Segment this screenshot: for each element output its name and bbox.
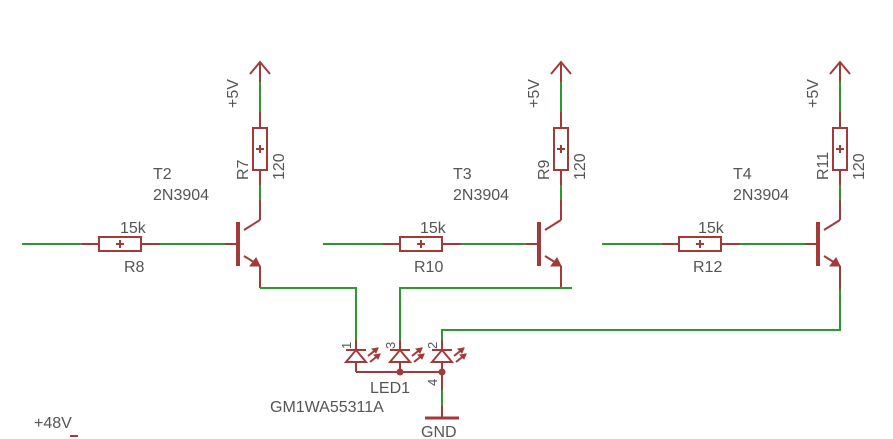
transistor-t3 — [526, 200, 562, 288]
resistor-name-r9: R9 — [536, 159, 553, 180]
transistor-t4 — [805, 200, 841, 290]
stage-t3: +5V R9 120 T3 2N3904 — [323, 60, 589, 288]
supply-label-48v: +48V — [34, 415, 72, 432]
wire-t3-led — [399, 287, 572, 340]
led-diode — [343, 340, 381, 372]
resistor-r10 — [383, 236, 461, 252]
supply-label-5v: +5V — [225, 79, 242, 108]
transistor-type-t4: 2N3904 — [733, 187, 789, 204]
transistor-name-t3: T3 — [453, 166, 472, 183]
resistor-name-r10: R10 — [414, 259, 443, 276]
resistor-name-r12: R12 — [693, 259, 722, 276]
led-diode — [429, 340, 467, 372]
transistor-t2 — [225, 200, 261, 288]
resistor-value-r8: 15k — [120, 220, 147, 237]
led-nets — [260, 287, 841, 340]
ground-label: GND — [421, 424, 457, 439]
led-part-number: GM1WA55311A — [270, 399, 384, 416]
resistor-value-r10: 15k — [420, 220, 447, 237]
ground-symbol — [425, 390, 459, 420]
supply-label-5v: +5V — [526, 79, 543, 108]
transistor-type-t3: 2N3904 — [453, 187, 509, 204]
transistor-type-t2: 2N3904 — [153, 187, 209, 204]
resistor-name-r11: R11 — [815, 152, 832, 180]
resistor-value-r9: 120 — [572, 153, 589, 180]
supply-arrow-t2 — [249, 60, 271, 82]
led1-rgb — [343, 340, 467, 390]
supply-label-5v: +5V — [805, 79, 822, 108]
resistor-name-r7: R7 — [235, 159, 252, 180]
transistor-name-t4: T4 — [733, 166, 752, 183]
transistor-name-t2: T2 — [153, 166, 172, 183]
resistor-value-r12: 15k — [698, 220, 725, 237]
led-pin-4: 4 — [425, 379, 440, 386]
resistor-r11 — [832, 112, 848, 185]
led-name: LED1 — [370, 380, 410, 397]
resistor-name-r8: R8 — [124, 259, 145, 276]
stage-t2: +5V R7 120 T2 2N3904 — [22, 60, 288, 288]
wire-t2-led — [260, 287, 357, 340]
resistor-r8 — [82, 236, 160, 252]
led-pin-2: 2 — [425, 342, 440, 349]
resistor-value-r7: 120 — [271, 153, 288, 180]
led-diode — [387, 340, 425, 372]
stage-t4: +5V R11 120 T4 2N3904 — [602, 60, 868, 290]
led-pin-1: 1 — [339, 342, 354, 349]
led-pin-3: 3 — [383, 342, 398, 349]
resistor-r7 — [252, 112, 268, 185]
resistor-value-r11: 120 — [851, 153, 868, 180]
resistor-r12 — [662, 236, 740, 252]
wire-t4-led — [441, 290, 841, 340]
resistor-r9 — [553, 112, 569, 185]
supply-arrow-t4 — [829, 60, 851, 82]
supply-arrow-t3 — [550, 60, 572, 82]
